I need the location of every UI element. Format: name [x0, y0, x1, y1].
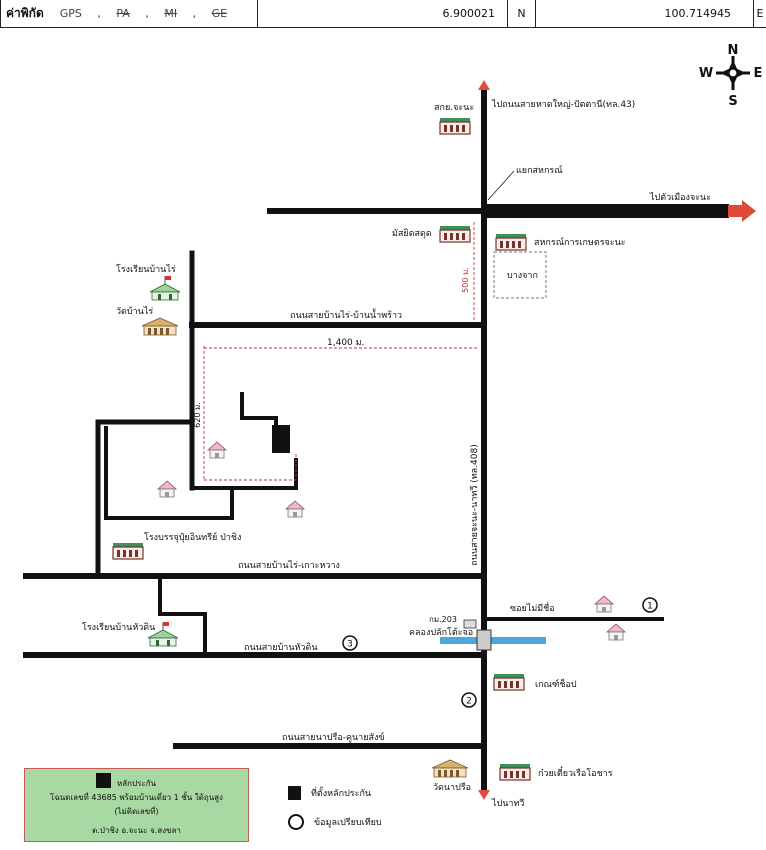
temple-banrai-icon — [141, 317, 179, 336]
house-icon — [285, 500, 305, 518]
label-road-banrai-kohwang: ถนนสายบ้านไร่-เกาะหวาง — [238, 560, 340, 571]
compass-rose: N S E W — [699, 43, 763, 109]
label-soi: ซอยไม่มีชื่อ — [510, 601, 555, 614]
label-road-banrai-banmaprao: ถนนสายบ้านไร่-บ้านน้ำพร้าว — [290, 308, 402, 321]
source-gps: GPS — [59, 7, 82, 20]
label-farm-coop: สหกรณ์การเกษตรจะนะ — [534, 236, 626, 248]
road-huadin-connector — [158, 574, 207, 657]
coordinate-label: ค่าพิกัด — [6, 6, 44, 20]
source-ge: GE — [211, 7, 228, 20]
collateral-no-number: (ไม่ติดเลขที่) — [114, 807, 159, 816]
source-mi: MI — [164, 7, 178, 20]
house-icon — [207, 441, 227, 459]
factory-icon — [112, 542, 144, 560]
bridge — [476, 629, 492, 651]
bang-jak-box — [493, 251, 547, 299]
legend-key-comparison: ข้อมูลเปรียบเทียบ — [288, 814, 382, 830]
legend-comparison-circle — [288, 814, 304, 830]
collateral-title: หลักประกัน — [117, 779, 157, 788]
shop-icon — [493, 673, 525, 691]
house-icon — [606, 623, 626, 641]
arrow-south — [478, 790, 490, 800]
source-sep: , — [145, 7, 149, 20]
coordinate-sources: GPS , PA , MI , GE — [60, 7, 239, 20]
source-pa: PA — [116, 7, 130, 20]
arrow-east-head — [742, 200, 756, 222]
comparison-badge-2: 2 — [461, 692, 477, 708]
longitude-value: 100.714945 — [536, 0, 754, 27]
road-loop-inner — [104, 426, 234, 520]
comparison-badge-3: 3 — [342, 635, 358, 651]
compass-n: N — [728, 43, 739, 58]
road-loop-left — [95, 419, 195, 579]
coordinates-header: ค่าพิกัด GPS , PA , MI , GE 6.900021 N 1… — [0, 0, 766, 28]
km-marker-icon — [463, 619, 477, 629]
label-km-marker: กม.203 — [429, 615, 457, 624]
label-dist-1400: 1,400 ม. — [327, 338, 364, 348]
label-dist-500: 500 ม. — [461, 267, 470, 293]
road-ew-top-wide — [484, 204, 729, 218]
label-school-banrai: โรงเรียนบ้านไร่ — [116, 264, 176, 275]
legend-key-collateral-label: ที่ตั้งหลักประกัน — [311, 789, 372, 799]
legend-collateral-square — [288, 786, 301, 800]
label-bang-jak: บางจาก — [507, 271, 538, 281]
dim-620-return — [204, 452, 297, 481]
legend-key-comparison-label: ข้อมูลเปรียบเทียบ — [314, 818, 382, 828]
temple-naprue-icon — [431, 759, 469, 778]
svg-text:3: 3 — [347, 640, 353, 650]
collateral-location: ต.ป่าชิง อ.จะนะ จ.สงขลา — [92, 826, 181, 835]
road-loop-bottom — [190, 458, 298, 490]
collateral-marker — [272, 425, 290, 453]
canal — [440, 637, 546, 644]
house-icon — [157, 480, 177, 498]
compass-s: S — [728, 94, 737, 109]
label-south-destination: ไปนาทวี — [491, 798, 524, 809]
dimension-lines — [203, 222, 478, 481]
source-sep: , — [97, 7, 101, 20]
arrow-east-body — [728, 205, 742, 217]
svg-text:2: 2 — [466, 697, 472, 707]
roads — [23, 87, 733, 793]
school-banrai-icon — [149, 275, 181, 301]
building-coop-office-icon — [439, 117, 471, 135]
source-sep: , — [192, 7, 197, 20]
arrow-north — [478, 80, 490, 90]
label-coop-office: สกย.จะนะ — [434, 103, 474, 113]
label-temple-naprue: วัดนาปรือ — [433, 782, 471, 793]
label-east-destination: ไปตัวเมืองจะนะ — [649, 192, 711, 203]
coordinate-label-cell: ค่าพิกัด GPS , PA , MI , GE — [0, 0, 258, 27]
latitude-value: 6.900021 — [258, 0, 508, 27]
collateral-deed: โฉนดเลขที่ 43685 พร้อมบ้านเดี่ยว 1 ชั้น … — [50, 793, 223, 802]
road-spur — [240, 392, 278, 428]
noodle-shop-icon — [499, 763, 531, 781]
junction-pointer — [487, 170, 515, 201]
collateral-legend-box: หลักประกัน โฉนดเลขที่ 43685 พร้อมบ้านเดี… — [24, 768, 249, 842]
building-farm-coop-icon — [495, 233, 527, 251]
label-road-main: ถนนสายจะนะ-นาทวี (ทล.408) — [469, 444, 480, 565]
label-north-destination: ไปถนนสายหาดใหญ่-ปัตตานี(ทล.43) — [491, 99, 635, 110]
mosque-icon — [439, 225, 471, 243]
svg-text:1: 1 — [647, 602, 653, 612]
latitude-direction: N — [508, 0, 536, 27]
label-noodle-shop: ก๋วยเตี๋ยวเรือโอชาร — [538, 766, 613, 779]
label-dist-620: 620 ม. — [193, 402, 202, 428]
label-shop: เกณฑ์ช็อป — [535, 677, 577, 690]
label-factory: โรงบรรจุปุ๋ยอินทรีย์ ป่าชิง — [144, 531, 241, 543]
longitude-direction: E — [756, 7, 764, 20]
label-road-naprue: ถนนสายนาปรือ-คูนายสังข์ — [282, 731, 385, 743]
label-temple-banrai: วัดบ้านไร่ — [116, 306, 153, 317]
house-icon — [594, 595, 614, 613]
collateral-legend-square — [96, 773, 111, 788]
label-mosque: มัสยิดสดุด — [392, 228, 432, 239]
legend-key-collateral: ที่ตั้งหลักประกัน — [288, 786, 371, 800]
comparison-badge-1: 1 — [642, 597, 658, 613]
compass-w: W — [699, 66, 713, 81]
label-school-huadin: โรงเรียนบ้านหัวดิน — [82, 622, 155, 633]
label-canal: คลองปลักโต้ะจอ — [409, 627, 473, 638]
compass-e: E — [754, 66, 763, 81]
label-junction: แยกสหกรณ์ — [516, 164, 563, 176]
label-road-huadin: ถนนสายบ้านหัวดิน — [244, 642, 317, 653]
